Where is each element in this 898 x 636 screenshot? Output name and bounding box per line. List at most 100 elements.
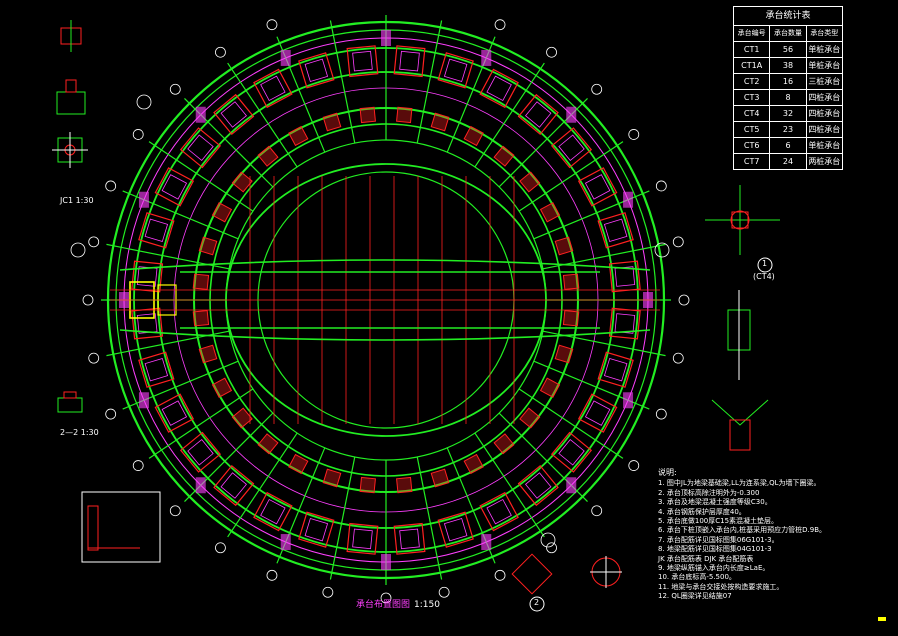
pile-cap-inner	[257, 145, 279, 167]
annotation-block	[623, 191, 634, 208]
pile-cap	[346, 45, 379, 78]
annotation-block	[138, 191, 149, 208]
cap-outline	[550, 431, 593, 473]
notes-list: 1. 图中JL为地梁基础梁,LL为连系梁,QL为墙下圈梁。2. 承台顶标高除注明…	[658, 479, 826, 601]
cap-rebar	[260, 498, 286, 525]
radial-axis	[518, 388, 624, 459]
table-cell: CT3	[734, 90, 771, 105]
table-cell: CT1A	[734, 58, 771, 73]
radial-axis	[474, 62, 545, 168]
annotation-block	[381, 30, 391, 46]
cap-outline	[479, 68, 519, 109]
radial-axis	[329, 20, 356, 144]
cap-rebar	[304, 517, 329, 542]
table-cell: 单桩承台	[808, 61, 841, 70]
axis-bubble-major	[654, 242, 670, 258]
pile-cap	[550, 127, 593, 169]
cap-outline	[346, 45, 379, 78]
cap-inner-outline	[562, 310, 580, 327]
cap-rebar	[614, 266, 636, 287]
cap-outline	[597, 351, 634, 388]
note-item: 6. 承台下桩顶嵌入承台内,桩基采用预应力管桩D.9B。	[658, 526, 826, 535]
plan-title-text: 承台布置图图	[356, 600, 411, 610]
axis-bubble	[105, 408, 117, 420]
cap-rebar	[220, 101, 247, 128]
cap-rebar	[525, 101, 552, 128]
pile-cap	[213, 464, 255, 507]
axis-bubble	[88, 352, 100, 364]
annotation-block	[381, 554, 391, 570]
axis-bubble	[380, 592, 392, 604]
cap-rebar	[352, 50, 373, 72]
pile-cap	[253, 491, 293, 532]
pile-cap-inner	[211, 202, 233, 223]
pile-cap-inner	[463, 453, 484, 475]
axis-bubble	[655, 180, 667, 192]
pile-cap-inner	[493, 145, 515, 167]
table-cell: CT4	[734, 106, 771, 121]
radial-axis	[518, 141, 624, 212]
pile-cap	[179, 431, 222, 473]
cap-inner-outline	[539, 202, 561, 223]
callout-bubbles	[529, 257, 773, 612]
note-item: 4. 承台钢筋保护层厚度40。	[658, 507, 746, 516]
cap-outline	[393, 522, 426, 555]
cap-outline	[437, 52, 474, 89]
cap-inner-outline	[396, 106, 413, 124]
axis-bubble	[494, 19, 506, 31]
table-cell: 56	[770, 42, 807, 57]
pile-cap-inner	[257, 433, 279, 455]
cap-outline	[298, 52, 335, 89]
annotation-block	[280, 49, 291, 66]
detail-ct4	[705, 185, 780, 451]
table-cell: 38	[770, 58, 807, 73]
pile-cap	[179, 127, 222, 169]
cap-inner-outline	[463, 125, 484, 147]
pile-cap-inner	[288, 125, 309, 147]
pile-cap	[346, 522, 379, 555]
axis-bubble	[672, 352, 684, 364]
detail-22-title: 2—2 1:30	[60, 428, 99, 437]
pile-cap-inner	[198, 344, 218, 364]
pile-cap-inner	[562, 310, 580, 327]
cap-inner-outline	[359, 476, 376, 494]
cap-rebar	[603, 357, 628, 382]
cap-outline	[213, 464, 255, 507]
cap-rebar	[144, 218, 169, 243]
cap-rebar	[486, 498, 512, 525]
cap-inner-outline	[192, 273, 210, 290]
cap-outline	[517, 93, 559, 136]
axis-bubble	[591, 505, 603, 517]
pile-cap	[479, 491, 519, 532]
cap-outline	[154, 167, 195, 207]
axis-bubble	[169, 505, 181, 517]
pile-cap	[154, 167, 195, 207]
table-cell: 四桩承台	[808, 93, 841, 102]
note-item: 2. 承台顶标高除注明外为-0.300	[658, 488, 760, 497]
cap-rebar	[187, 439, 214, 466]
table-header-cell: 承台数量	[770, 26, 807, 41]
pile-cap	[577, 167, 618, 207]
axis-bubble	[438, 586, 450, 598]
axis-bubble	[215, 46, 226, 58]
pile-cap-inner	[192, 310, 210, 327]
table-cell: 24	[770, 154, 807, 169]
pile-cap-inner	[562, 273, 580, 290]
pile-cap-inner	[211, 377, 233, 398]
cap-rebar	[443, 517, 468, 542]
detail-jc1-title: JC1 1:30	[60, 196, 94, 205]
cap-outline	[298, 511, 335, 548]
axis-bubble	[628, 129, 640, 140]
cap-outline	[138, 351, 175, 388]
note-item: 11. 地梁与承台交接处按构造要求施工。	[658, 582, 784, 591]
note-item: 10. 承台底标高-5.500。	[658, 573, 736, 582]
annotation-block	[280, 534, 291, 551]
cap-outline	[253, 491, 293, 532]
cap-rebar	[399, 50, 420, 72]
pile-cap	[393, 45, 426, 78]
pile-cap	[298, 52, 335, 89]
